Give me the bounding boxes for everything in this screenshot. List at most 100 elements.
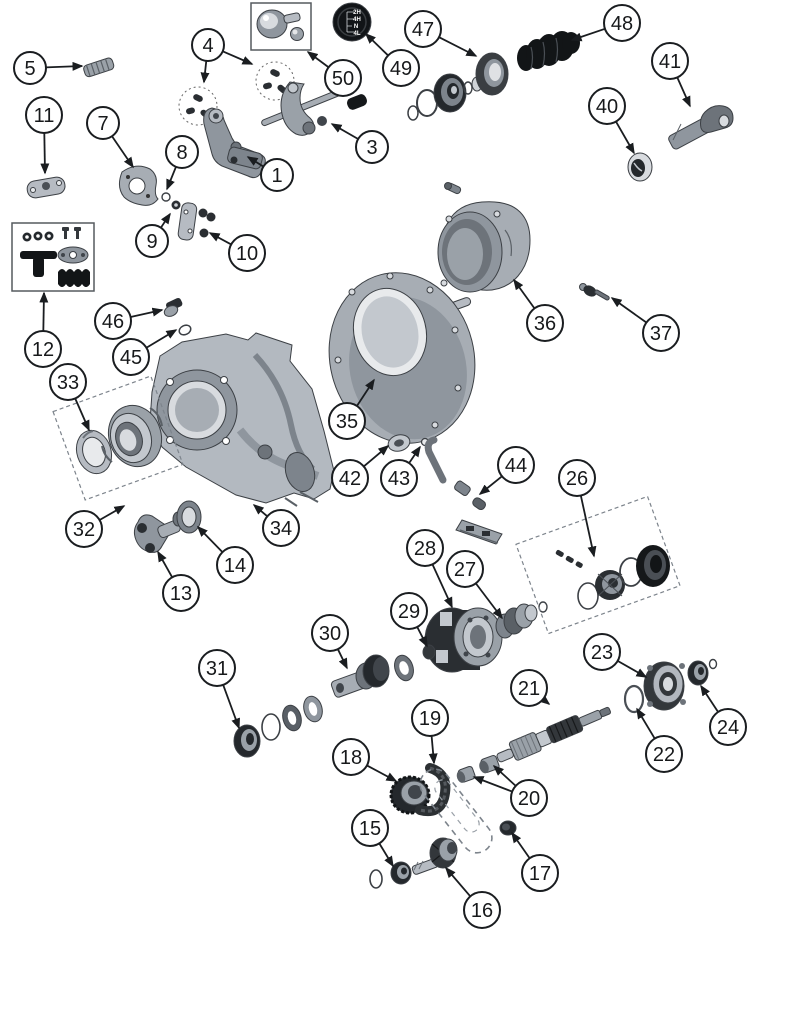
leader-arrow-20	[472, 776, 513, 793]
leader-arrow-36	[513, 278, 536, 309]
callout-32: 32	[65, 505, 126, 548]
part-fork-rail-3-illustration	[261, 81, 368, 136]
callout-circle-30	[311, 614, 349, 652]
part-output-seal-stack-illustration	[407, 52, 509, 121]
part-lever-1-illustration	[203, 107, 266, 179]
callout-3: 3	[330, 123, 389, 164]
callout-number-11: 11	[34, 105, 55, 127]
callout-circle-37	[642, 314, 680, 352]
callout-number-40: 40	[596, 96, 618, 118]
leader-arrow-7	[111, 135, 134, 169]
leader-arrow-34	[252, 504, 268, 518]
callout-29: 29	[390, 592, 428, 648]
leader-arrow-24	[700, 684, 719, 713]
callout-number-7: 7	[97, 113, 108, 135]
callout-5: 5	[13, 51, 84, 85]
callout-circle-14	[216, 546, 254, 584]
callout-46: 46	[94, 302, 164, 340]
callout-number-19: 19	[419, 708, 441, 730]
part-vent-46-45-illustration	[163, 297, 192, 336]
callout-circle-50	[324, 59, 362, 97]
part-front-case-34-illustration	[149, 332, 335, 507]
leader-arrow-18	[366, 764, 398, 782]
part-yoke-13-14-illustration	[133, 500, 202, 553]
part-yoke-41-illustration	[668, 105, 734, 150]
callout-circle-32	[65, 510, 103, 548]
callout-1: 1	[246, 156, 294, 192]
callout-circle-1	[260, 158, 294, 192]
callout-number-8: 8	[176, 142, 187, 164]
callout-number-46: 46	[102, 311, 124, 333]
leader-arrow-22	[636, 707, 656, 740]
callout-number-50: 50	[332, 68, 354, 90]
callout-circle-3	[355, 130, 389, 164]
callout-50: 50	[306, 51, 362, 97]
leader-arrow-10	[208, 232, 232, 246]
callout-number-30: 30	[319, 623, 341, 645]
leader-arrow-30	[337, 648, 348, 670]
leader-arrow-41	[676, 77, 691, 108]
leader-arrow-48	[570, 27, 606, 42]
callout-number-21: 21	[518, 678, 540, 700]
callout-number-5: 5	[24, 58, 35, 80]
knob-label-4h: 4H	[353, 17, 361, 23]
part-bushings-20-illustration	[456, 755, 500, 783]
callout-18: 18	[332, 738, 398, 782]
callout-number-18: 18	[340, 747, 362, 769]
callout-number-45: 45	[120, 347, 142, 369]
part-sprocket-chain-illustration	[389, 763, 493, 854]
leader-arrow-11	[40, 132, 50, 175]
leader-arrow-40	[615, 121, 635, 155]
callout-circle-31	[198, 649, 236, 687]
callout-15: 15	[351, 809, 394, 868]
callout-17: 17	[511, 831, 559, 892]
callout-26: 26	[558, 459, 597, 558]
callout-number-49: 49	[390, 58, 412, 80]
leader-arrow-13	[157, 550, 173, 578]
callout-number-22: 22	[653, 744, 675, 766]
leader-arrow-21	[538, 694, 551, 705]
callout-circle-46	[94, 302, 132, 340]
callout-circle-49	[382, 49, 420, 87]
callout-34: 34	[252, 504, 300, 547]
callout-circle-35	[328, 402, 366, 440]
callout-number-35: 35	[336, 411, 358, 433]
leader-arrow-26	[579, 495, 597, 558]
callout-circle-20	[510, 779, 548, 817]
callout-number-41: 41	[659, 51, 681, 73]
callout-number-10: 10	[236, 243, 258, 265]
callout-circle-47	[404, 10, 442, 48]
callout-circle-16	[463, 891, 501, 929]
callout-21: 21	[510, 669, 551, 707]
leader-arrow-35	[356, 378, 375, 407]
callout-24: 24	[700, 684, 747, 746]
callout-33: 33	[49, 363, 90, 432]
callout-number-16: 16	[471, 900, 493, 922]
callout-13: 13	[157, 550, 200, 612]
leader-arrow-17	[511, 831, 531, 859]
callout-20: 20	[472, 764, 548, 817]
callout-number-28: 28	[414, 538, 436, 560]
callout-number-31: 31	[206, 658, 228, 680]
part-detent-29-illustration	[422, 644, 436, 660]
knob-label-n: N	[354, 24, 358, 30]
part-pads-4-illustration	[178, 61, 295, 126]
leader-arrow-44	[478, 475, 503, 495]
part-boot-48-illustration	[517, 31, 580, 71]
part-mainshaft-21-illustration	[496, 706, 611, 763]
part-hardware-8-9-10-illustration	[161, 192, 216, 241]
callout-10: 10	[208, 232, 266, 272]
part-shift-knob-49-illustration: 2H 4H N 4L	[332, 2, 372, 42]
callout-circle-4	[191, 28, 225, 62]
callout-number-43: 43	[388, 468, 410, 490]
leader-arrow-27	[475, 582, 503, 620]
leader-arrow-43	[408, 445, 421, 464]
leader-arrow-14	[196, 525, 224, 553]
leader-arrow-4	[222, 50, 254, 65]
hardware-kit-box	[11, 222, 95, 292]
callout-circle-5	[13, 51, 47, 85]
part-synchro-27-illustration	[495, 601, 548, 639]
shift-knob-kit-box	[250, 2, 312, 51]
